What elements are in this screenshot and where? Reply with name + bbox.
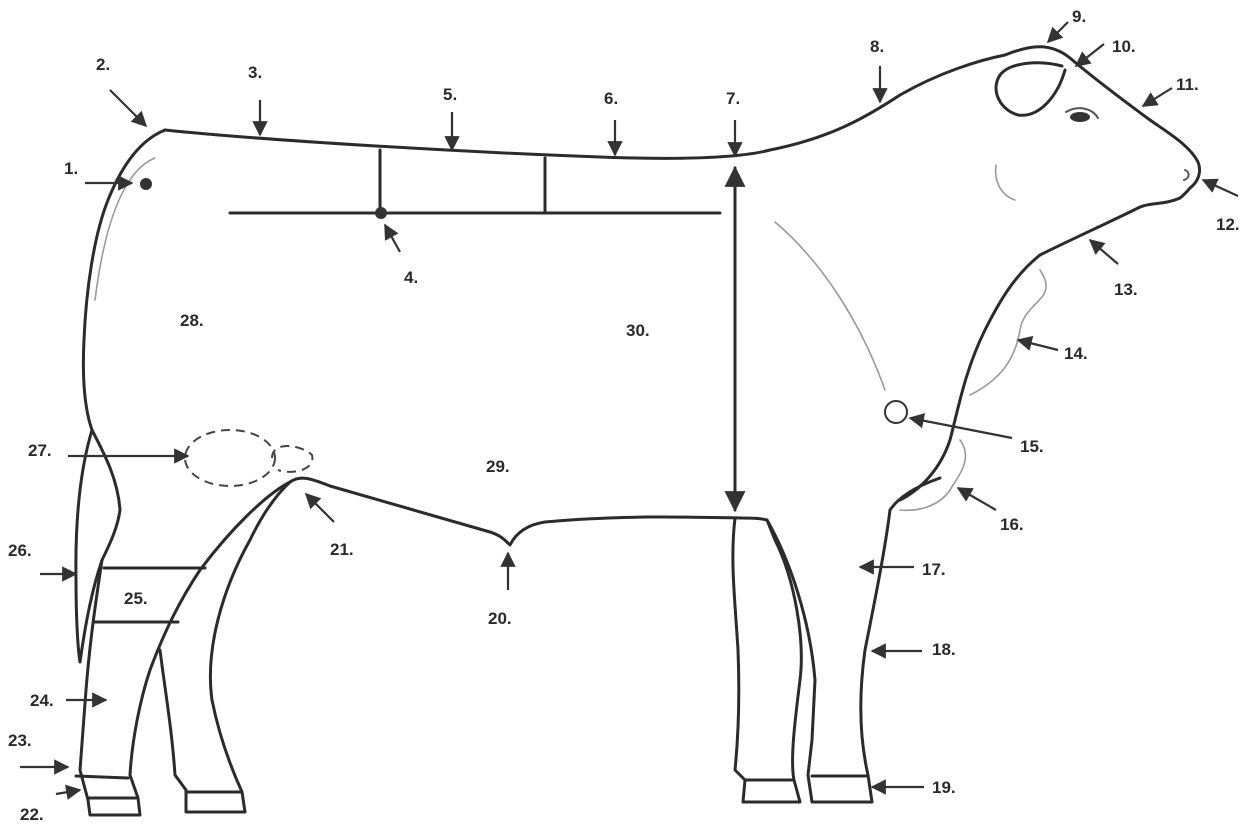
- label-16: 16.: [1000, 515, 1024, 534]
- label-29: 29.: [486, 457, 510, 476]
- throat-jaw: [1040, 198, 1180, 255]
- arrow-22: [56, 790, 80, 794]
- label-18: 18.: [932, 640, 956, 659]
- arrow-21: [306, 494, 334, 522]
- label-8: 8.: [870, 37, 884, 56]
- label-1: 1.: [64, 159, 78, 178]
- shoulder-line: [775, 222, 885, 390]
- label-27: 27.: [28, 441, 52, 460]
- point-of-shoulder: [885, 401, 907, 423]
- arrow-12: [1203, 180, 1238, 196]
- arrow-11: [1143, 88, 1172, 106]
- label-7: 7.: [726, 89, 740, 108]
- label-25: 25.: [124, 589, 148, 608]
- labels: 1. 2. 3. 4. 5. 6. 7. 8. 9. 10. 11. 12. 1…: [8, 7, 1240, 824]
- label-23: 23.: [8, 731, 32, 750]
- label-26: 26.: [8, 541, 32, 560]
- label-17: 17.: [922, 560, 946, 579]
- label-13: 13.: [1114, 280, 1138, 299]
- belly: [290, 478, 767, 545]
- arrow-14: [1018, 340, 1058, 350]
- rear-leg-near: [80, 482, 290, 815]
- eye: [1070, 112, 1090, 122]
- label-6: 6.: [604, 89, 618, 108]
- tail: [76, 430, 120, 662]
- label-12: 12.: [1216, 215, 1240, 234]
- cheek-line: [996, 165, 1015, 200]
- hindquarter-outline: [83, 130, 165, 430]
- label-28: 28.: [180, 311, 204, 330]
- ear: [996, 63, 1065, 115]
- stifle-outline: [185, 430, 275, 486]
- label-20: 20.: [488, 609, 512, 628]
- label-2: 2.: [96, 55, 110, 74]
- hip-point-dot: [375, 207, 387, 219]
- arrow-16: [958, 488, 996, 510]
- label-19: 19.: [932, 778, 956, 797]
- brisket-fold: [900, 440, 965, 510]
- label-11: 11.: [1176, 75, 1199, 94]
- arrow-2: [110, 90, 146, 126]
- label-21: 21.: [330, 540, 354, 559]
- head: [1005, 47, 1200, 198]
- chest-front: [900, 255, 1040, 500]
- label-3: 3.: [248, 63, 262, 82]
- label-30: 30.: [626, 321, 650, 340]
- label-10: 10.: [1112, 37, 1136, 56]
- nostril: [1184, 170, 1189, 180]
- label-24: 24.: [30, 691, 54, 710]
- flank-dashed: [272, 446, 312, 472]
- arrow-15: [910, 418, 1012, 438]
- label-9: 9.: [1072, 7, 1086, 26]
- arrow-13: [1090, 240, 1118, 264]
- label-15: 15.: [1020, 437, 1044, 456]
- front-leg-far: [733, 518, 801, 802]
- arrow-4: [385, 225, 400, 252]
- rear-leg-far: [160, 482, 290, 812]
- animal-outline: [76, 47, 1200, 815]
- label-5: 5.: [443, 85, 457, 104]
- arrows: [20, 22, 1238, 794]
- arrow-10: [1076, 44, 1104, 66]
- pin-bone-dot: [140, 178, 152, 190]
- label-4: 4.: [404, 268, 418, 287]
- label-22: 22.: [20, 805, 44, 824]
- rear-pastern-band: [76, 776, 128, 778]
- label-14: 14.: [1064, 344, 1088, 363]
- arrow-9: [1048, 22, 1068, 42]
